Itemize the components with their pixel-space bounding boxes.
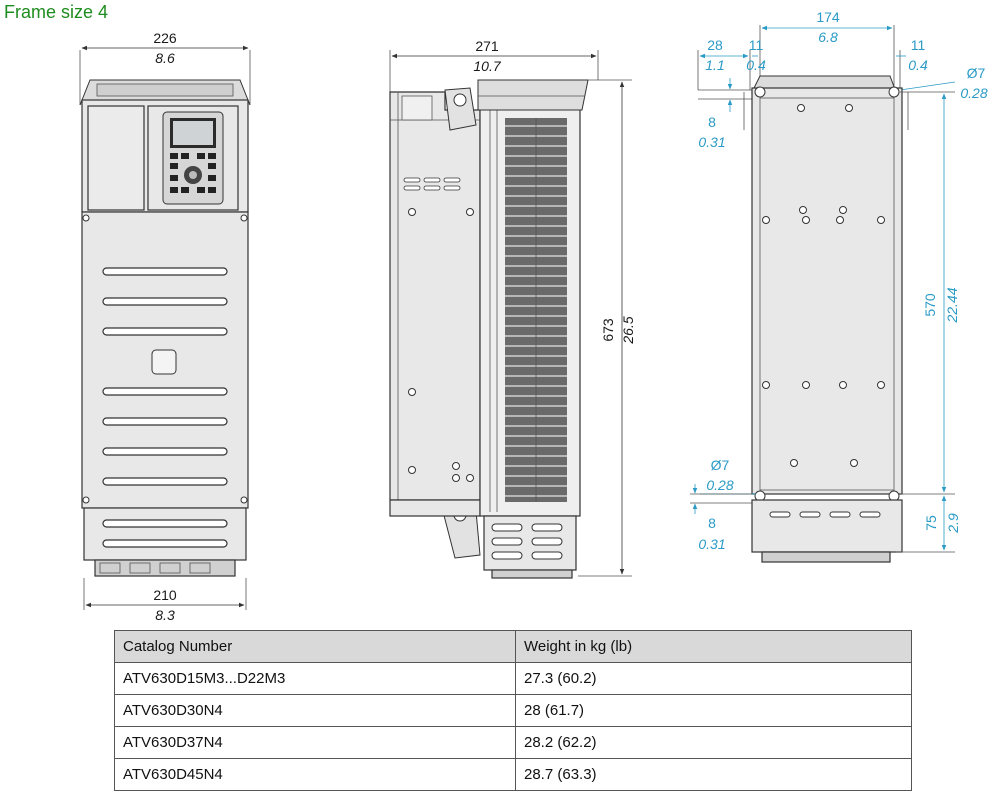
- column-header: Weight in kg (lb): [515, 630, 912, 663]
- catalog-number-cell: ATV630D30N4: [114, 694, 516, 727]
- table-row: ATV630D30N4 28 (61.7): [114, 694, 912, 727]
- dimension-drawing: 226 8.6: [79, 9, 988, 623]
- side-height-in: 26.5: [620, 316, 636, 344]
- rear-right-hole-in: 0.4: [908, 57, 928, 73]
- table-row: ATV630D37N4 28.2 (62.2): [114, 726, 912, 759]
- side-view: 271 10.7: [389, 38, 636, 579]
- weight-table: Catalog Number Weight in kg (lb) ATV630D…: [114, 630, 912, 791]
- front-base-mm: 210: [153, 587, 177, 603]
- rear-top-width-in: 6.8: [818, 29, 838, 45]
- rear-left-hole-in: 0.4: [746, 57, 766, 73]
- front-width-in: 8.6: [155, 50, 175, 66]
- rear-left-hole-mm: 11: [749, 37, 764, 53]
- catalog-number-cell: ATV630D15M3...D22M3: [114, 662, 516, 695]
- rear-top-width-mm: 174: [816, 9, 840, 25]
- rear-height-in: 22.44: [944, 287, 960, 323]
- rear-top-edge-in: 0.31: [698, 134, 725, 150]
- rear-left-offset-mm: 28: [707, 37, 723, 53]
- catalog-number-cell: ATV630D45N4: [114, 758, 516, 791]
- rear-top-hole-dia-in: 0.28: [960, 85, 987, 101]
- rear-bottom-offset-in: 2.9: [945, 513, 961, 534]
- rear-right-hole-mm: 11: [911, 37, 926, 53]
- weight-cell: 27.3 (60.2): [515, 662, 912, 695]
- rear-top-hole-dia-mm: Ø7: [967, 65, 986, 81]
- rear-bottom-edge-mm: 8: [708, 515, 716, 531]
- weight-cell: 28 (61.7): [515, 694, 912, 727]
- rear-height-mm: 570: [922, 293, 938, 317]
- page-title: Frame size 4: [4, 2, 109, 22]
- table-row: ATV630D45N4 28.7 (63.3): [114, 758, 912, 791]
- rear-bottom-hole-dia-mm: Ø7: [711, 457, 730, 473]
- side-height-mm: 673: [600, 318, 616, 342]
- front-width-mm: 226: [153, 30, 177, 46]
- table-header-row: Catalog Number Weight in kg (lb): [114, 630, 912, 663]
- column-header: Catalog Number: [114, 630, 516, 663]
- weight-cell: 28.2 (62.2): [515, 726, 912, 759]
- rear-bottom-edge-in: 0.31: [698, 536, 725, 552]
- rear-left-offset-in: 1.1: [705, 57, 724, 73]
- table-row: ATV630D15M3...D22M3 27.3 (60.2): [114, 662, 912, 695]
- weight-cell: 28.7 (63.3): [515, 758, 912, 791]
- front-base-in: 8.3: [155, 607, 175, 623]
- catalog-number-cell: ATV630D37N4: [114, 726, 516, 759]
- rear-bottom-offset-mm: 75: [923, 515, 939, 531]
- rear-top-edge-mm: 8: [708, 114, 716, 130]
- front-view: 226 8.6: [79, 30, 251, 623]
- rear-bottom-hole-dia-in: 0.28: [706, 477, 733, 493]
- rear-view: 174 6.8 28 1.1 11 0.4 11 0.4 Ø7 0.28 8 0…: [690, 9, 988, 563]
- side-depth-mm: 271: [475, 38, 499, 54]
- side-depth-in: 10.7: [473, 58, 501, 74]
